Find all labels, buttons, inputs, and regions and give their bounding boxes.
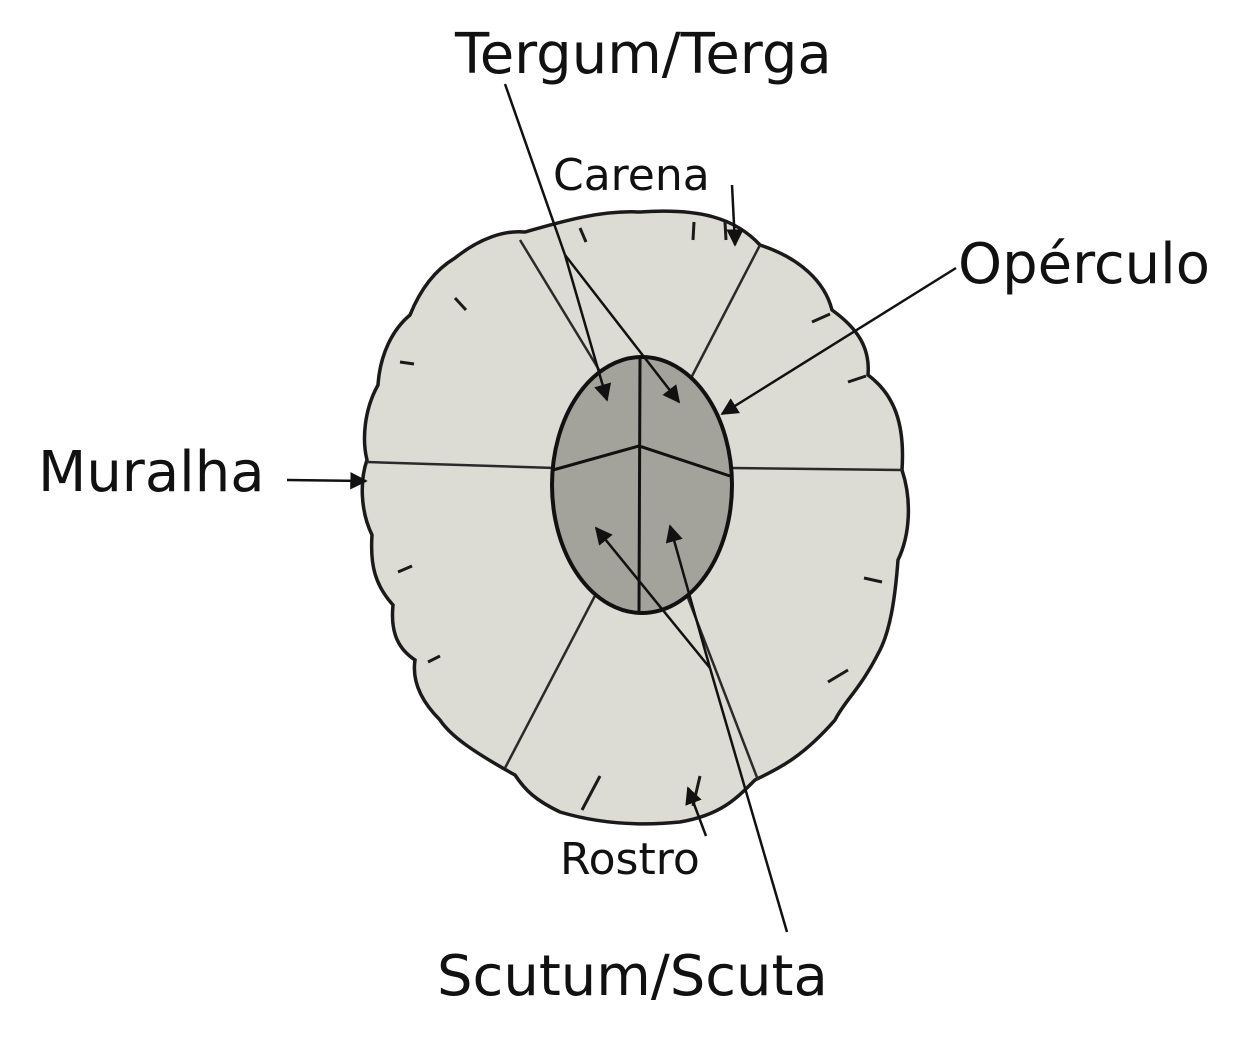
operculum-plate-lines [552,357,731,614]
label-tergum: Tergum/Terga [454,22,832,87]
leader-lines [286,83,957,933]
operculum [550,355,734,615]
label-carena: Carena [553,150,710,201]
label-operculo: Opérculo [958,232,1210,297]
label-rostro: Rostro [560,834,700,885]
wall-notches [397,221,883,811]
label-scutum: Scutum/Scuta [437,944,828,1009]
label-muralha: Muralha [38,440,265,505]
